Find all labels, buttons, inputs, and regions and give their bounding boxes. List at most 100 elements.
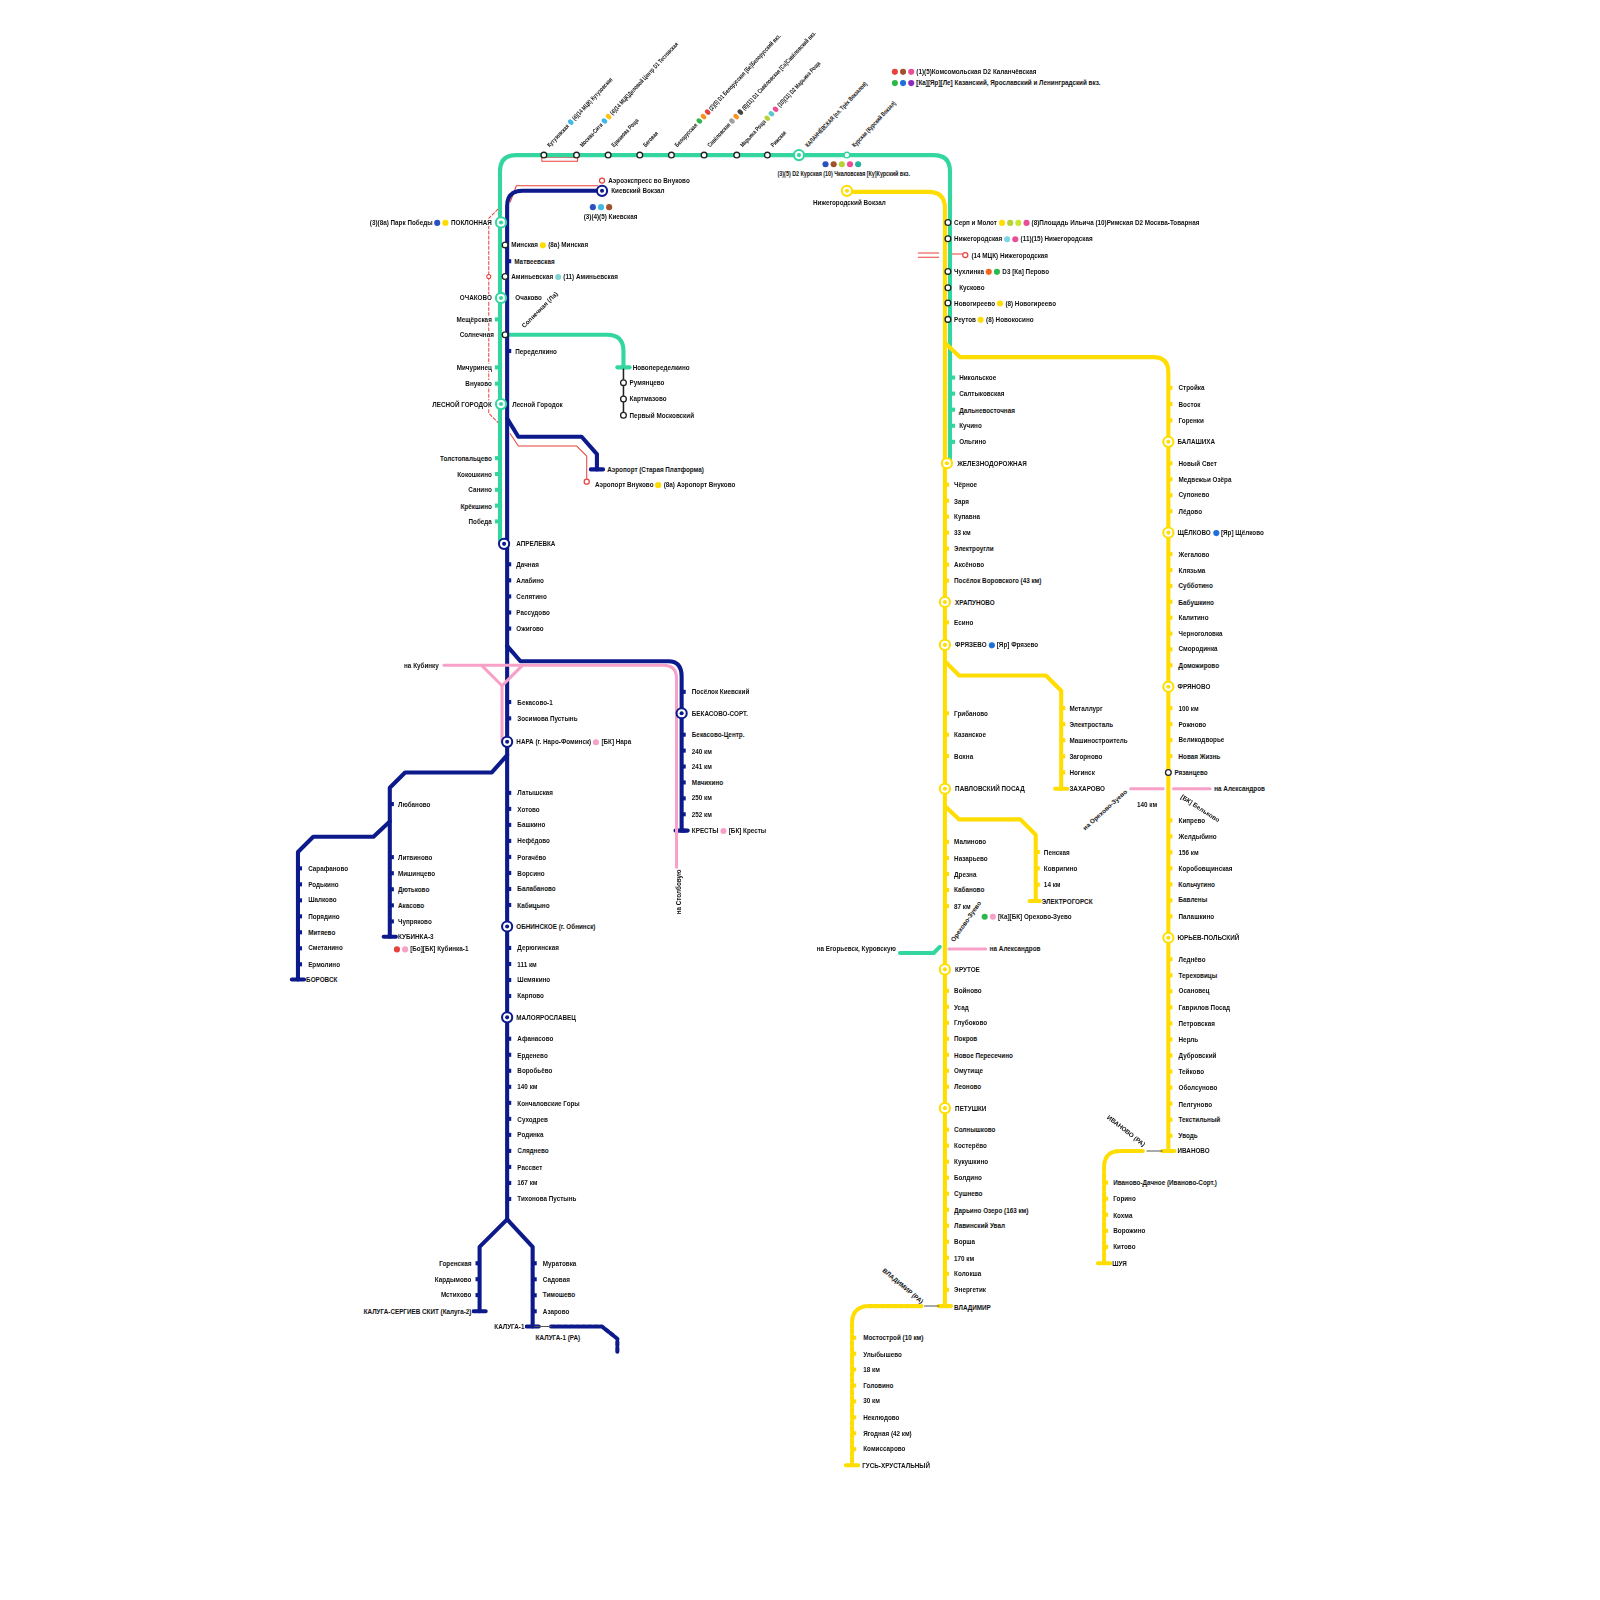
- station-label: Крёкшино: [461, 502, 492, 509]
- label-row: Коробовщинская: [1179, 865, 1233, 872]
- transfer-dot: [1015, 219, 1021, 225]
- label-row: Доможирово: [1179, 662, 1219, 669]
- label-row: Аэропорт (Старая Платформа): [607, 466, 704, 473]
- station-mark: [945, 888, 949, 892]
- transfer-dot: [839, 161, 845, 167]
- station-label: ИВАНОВО: [1178, 1147, 1210, 1154]
- label-row: Черноголовка: [1179, 630, 1223, 637]
- station-label: ЛЕСНОЙ ГОРОДОК: [432, 400, 492, 407]
- station-label: Электроугли: [954, 545, 994, 552]
- station-label: (8)Площадь Ильича (10)Римская D2 Москва-…: [1032, 219, 1200, 226]
- station-mark: [1163, 437, 1173, 447]
- station-mark: [507, 855, 511, 859]
- label-row: Посёлок Киевский: [692, 688, 749, 695]
- station-mark: [945, 1240, 949, 1244]
- station-mark: [1104, 1229, 1108, 1233]
- station-label: [Яр] Фрязево: [997, 641, 1038, 648]
- station-mark: [1168, 418, 1172, 422]
- station-label: Ермолино: [308, 961, 340, 968]
- station-mark: [1061, 754, 1065, 758]
- label-row: Родькино: [308, 881, 338, 888]
- station-mark: [945, 904, 949, 908]
- station-label: Балабаново: [517, 885, 555, 892]
- station-label: на Александров: [990, 945, 1041, 952]
- station-mark: [298, 962, 302, 966]
- label-row: Латышская: [517, 789, 553, 796]
- label-row: Энергетик: [954, 1286, 986, 1293]
- station-mark: [945, 733, 949, 737]
- station-mark: [942, 458, 952, 468]
- station-label: Кабицыно: [517, 901, 549, 908]
- station-mark: [507, 627, 511, 631]
- station-label: Мостострой (10 км): [863, 1334, 923, 1341]
- station-label: Уводь: [1179, 1132, 1198, 1139]
- station-mark: [951, 424, 955, 428]
- label-row: Чёрное: [954, 481, 977, 488]
- station-label: Аминьевская: [511, 273, 553, 280]
- station-mark: [507, 349, 511, 353]
- label-row: Новый Свет: [1179, 460, 1217, 467]
- label-row: Палашкино: [1179, 913, 1215, 920]
- label-row: Кончаловские Горы: [517, 1099, 579, 1106]
- station-label: Лавинский Увал: [954, 1222, 1005, 1229]
- label-row: Нижегородский Вокзал: [813, 198, 886, 205]
- station-label: Дальневосточная: [959, 406, 1015, 413]
- station-label: Рожново: [1179, 720, 1207, 727]
- label-row: Горенская: [439, 1260, 471, 1267]
- station-label: 241 км: [692, 763, 712, 770]
- station-mark: [507, 610, 511, 614]
- label-row: Никольское: [959, 374, 996, 381]
- label-row: Литвиново: [398, 854, 433, 861]
- label-row: Ворша: [954, 1238, 975, 1245]
- station-label: Шемякино: [517, 976, 550, 983]
- station-mark: [945, 1176, 949, 1180]
- station-label: Палашкино: [1179, 913, 1215, 920]
- label-row: Очаково: [515, 294, 542, 301]
- station-mark: [1163, 528, 1173, 538]
- station-label: Серп и Молот: [954, 219, 997, 226]
- station-mark: [507, 823, 511, 827]
- station-mark: [507, 594, 511, 598]
- transfer-dot: [989, 642, 995, 648]
- station-label: Чупряково: [398, 918, 432, 925]
- station-mark: [507, 1037, 511, 1041]
- station-label: (14 МЦК) Нижегородская: [971, 251, 1048, 258]
- label-row: Жегалово: [1179, 550, 1210, 557]
- transfer-dot: [908, 80, 914, 86]
- label-row: Любаново: [398, 800, 430, 807]
- station-mark: [1168, 1118, 1172, 1122]
- label-row: Лавинский Увал: [954, 1222, 1005, 1229]
- station-label: ГУСЬ-ХРУСТАЛЬНЫЙ: [862, 1462, 930, 1469]
- label-row: Нерль: [1179, 1036, 1199, 1043]
- station-mark: [945, 1208, 949, 1212]
- station-label: Бекасово-1: [517, 698, 552, 705]
- station-mark: [502, 274, 508, 280]
- station-label: (3)(5) D2 Курская (10) Чкаловская [Ку]Ку…: [778, 170, 910, 177]
- station-label: Ягодная (42 км): [863, 1430, 911, 1437]
- label-row: Горино: [1113, 1195, 1136, 1202]
- station-mark: [1061, 722, 1065, 726]
- label-row: Ворожино: [1113, 1227, 1145, 1234]
- transfer-dot: [1023, 219, 1029, 225]
- label-row: Горенки: [1179, 417, 1204, 424]
- label-row: Мичуринец: [457, 364, 492, 371]
- station-label: Аэроэкспресс во Внуково: [608, 177, 690, 184]
- station-label: Латышская: [517, 789, 553, 796]
- station-mark: [945, 1192, 949, 1196]
- station-label: Марьина Роща: [738, 118, 767, 148]
- label-row: 140 км: [1137, 800, 1157, 807]
- station-mark: [1168, 866, 1172, 870]
- station-label: Тереховицы: [1179, 972, 1218, 979]
- aeroexpress-line: [487, 157, 963, 478]
- station-label: Дютьково: [398, 886, 429, 893]
- label-row: Нижегородская(11)(15) Нижегородская: [954, 235, 1093, 242]
- label-row: 250 км: [692, 795, 712, 802]
- station-label: ФРЯНОВО: [1178, 683, 1211, 690]
- station-mark: [945, 1256, 949, 1260]
- label-row: Аминьевская(11) Аминьевская: [511, 273, 618, 280]
- station-mark: [495, 365, 499, 369]
- label-row: ПАВЛОВСКИЙ ПОСАД: [955, 785, 1025, 792]
- label-row: Суходрев: [517, 1115, 548, 1122]
- station-mark: [945, 269, 951, 275]
- station-label: [Бо][БК] Кубинка-1: [410, 945, 468, 952]
